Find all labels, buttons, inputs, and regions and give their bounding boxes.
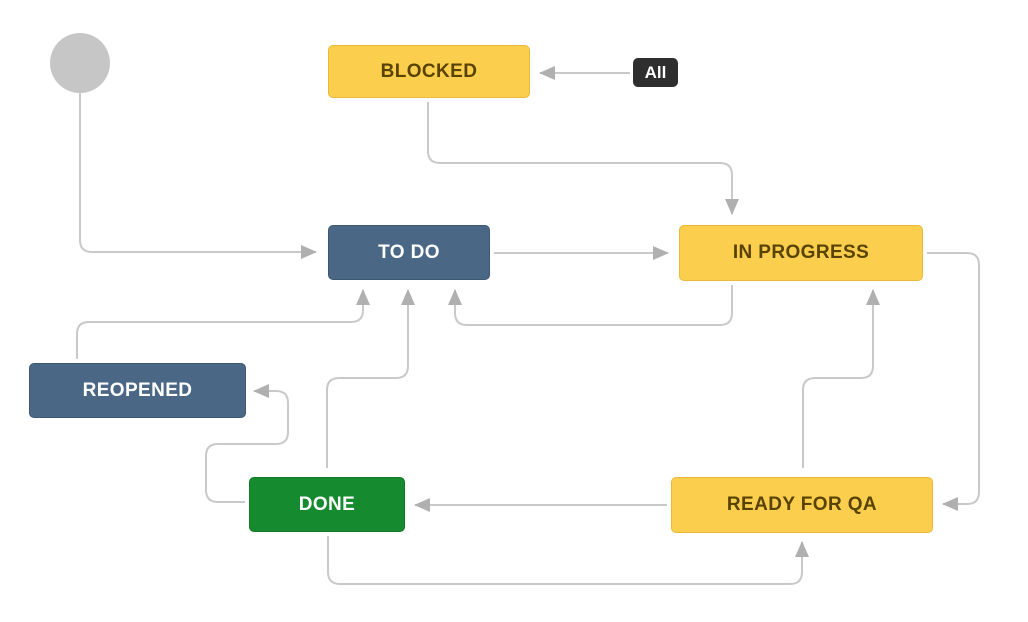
status-blocked[interactable]: BLOCKED [328, 45, 530, 98]
edge-blocked-to-in-progress[interactable] [427, 98, 739, 215]
edge-ready-for-qa-to-in-progress[interactable] [802, 289, 880, 468]
edge-reopened-to-todo[interactable] [76, 289, 370, 363]
status-in-progress[interactable]: IN PROGRESS [679, 225, 923, 281]
status-done[interactable]: DONE [249, 477, 405, 532]
status-to-do[interactable]: TO DO [328, 225, 490, 280]
edge-in-progress-to-ready-for-qa[interactable] [923, 252, 980, 511]
edge-done-to-todo[interactable] [326, 289, 415, 468]
status-ready-for-qa[interactable]: READY FOR QA [671, 477, 933, 533]
edge-done-to-ready-for-qa[interactable] [327, 532, 809, 585]
edge-start-to-todo[interactable] [79, 93, 317, 259]
edge-in-progress-to-todo[interactable] [448, 281, 733, 326]
status-reopened[interactable]: REOPENED [29, 363, 246, 418]
workflow-start-node[interactable] [50, 33, 110, 93]
all-transition-badge[interactable]: All [633, 58, 678, 87]
edge-done-to-reopened[interactable] [205, 384, 289, 503]
